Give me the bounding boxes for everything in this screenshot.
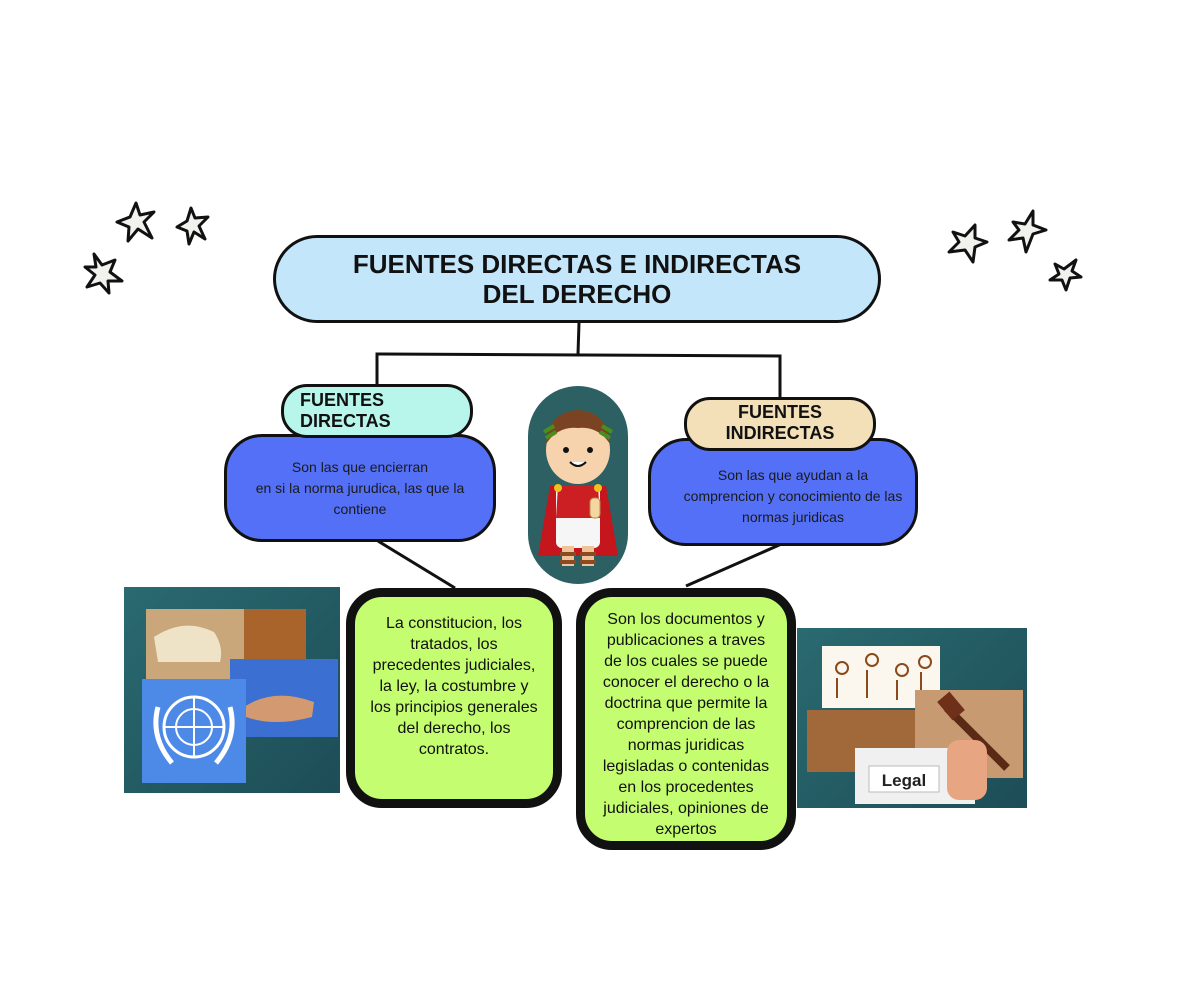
label-line: FUENTES [300,390,385,410]
fuentes-indirectas-label: FUENTES INDIRECTAS [684,397,876,451]
definition-line: comprencion y conocimiento de las [683,488,903,504]
example-line: doctrina que permite la [604,695,768,712]
star-icon [1048,258,1083,292]
example-line: conocer el derecho o la [602,674,770,691]
example-line: la ley, la costumbre y [379,678,529,695]
example-line: La constitucion, los [385,615,523,632]
legal-documents-gavel-collage-image: Legal [797,628,1027,808]
example-line: precedentes judiciales, [372,657,536,674]
fuentes-indirectas-definition: Son las que ayudan a la comprencion y co… [648,438,918,546]
title-line: FUENTES DIRECTAS E INDIRECTAS [352,249,802,279]
star-icon [175,206,210,246]
title-line: DEL DERECHO [482,279,672,309]
label-line: INDIRECTAS [725,423,835,443]
example-line: de los cuales se puede [604,653,768,670]
definition-line: Son las que encierran [291,459,429,475]
star-icon [83,252,124,295]
star-icon [947,223,989,264]
star-icon [1007,209,1048,254]
fuentes-indirectas-examples: Son los documentos y publicaciones a tra… [576,588,796,850]
example-line: normas juridicas [627,737,745,754]
legal-caption: Legal [882,771,926,790]
roman-emperor-mascot-image [528,386,628,584]
fuentes-directas-label: FUENTES DIRECTAS [281,384,473,438]
example-line: expertos [655,821,717,838]
example-line: legisladas o contenidas [602,758,770,775]
label-line: FUENTES [737,402,822,422]
definition-line: Son las que ayudan a la [717,467,869,483]
example-line: los principios generales [370,699,538,716]
star-icon [115,201,156,243]
example-line: tratados, los [410,636,498,653]
fuentes-directas-definition: Son las que encierran en si la norma jur… [224,434,496,542]
example-line: judiciales, opiniones de [603,800,769,817]
example-line: del derecho, los [397,720,511,737]
example-line: en los procedentes [618,779,754,796]
example-line: contratos. [418,741,490,758]
example-line: comprencion de las [616,716,756,733]
definition-line: en si la norma jurudica, las que la [255,480,465,496]
law-books-un-handshake-collage-image [124,587,340,793]
example-line: publicaciones a traves [606,632,766,649]
definition-line: normas juridicas [742,509,844,525]
fuentes-directas-examples: La constitucion, los tratados, los prece… [346,588,562,808]
definition-line: contiene [333,501,387,517]
diagram-title: FUENTES DIRECTAS E INDIRECTAS DEL DERECH… [273,235,881,323]
label-line: DIRECTAS [300,411,391,431]
example-line: Son los documentos y [607,611,765,628]
